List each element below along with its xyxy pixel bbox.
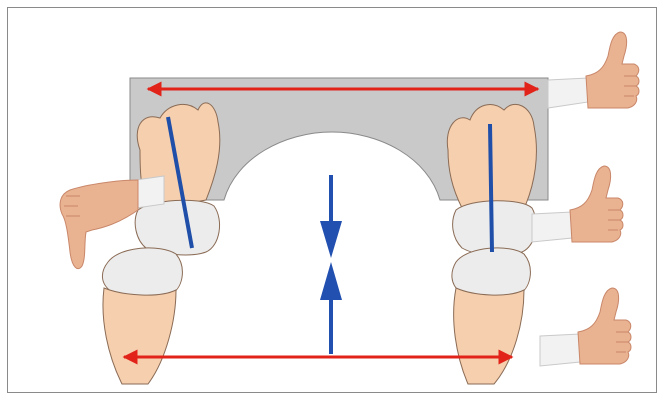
thumbs-up-icon (548, 32, 639, 108)
left-upper-crown (135, 200, 219, 255)
left-lower-crown (102, 248, 182, 298)
right-lower-root (454, 288, 524, 384)
right-lower-crown (452, 248, 530, 298)
thumbs-up-icon (540, 288, 631, 366)
constriction-arrow-lower-head (320, 262, 342, 300)
constriction-arrow-upper-head (320, 221, 342, 258)
left-lower-molar (102, 248, 182, 384)
left-lower-root (103, 288, 176, 384)
arch-constriction-arrows (320, 175, 342, 354)
right-tooth-axis-line (490, 124, 492, 252)
right-upper-crown (453, 201, 536, 256)
right-lower-molar (452, 248, 530, 384)
